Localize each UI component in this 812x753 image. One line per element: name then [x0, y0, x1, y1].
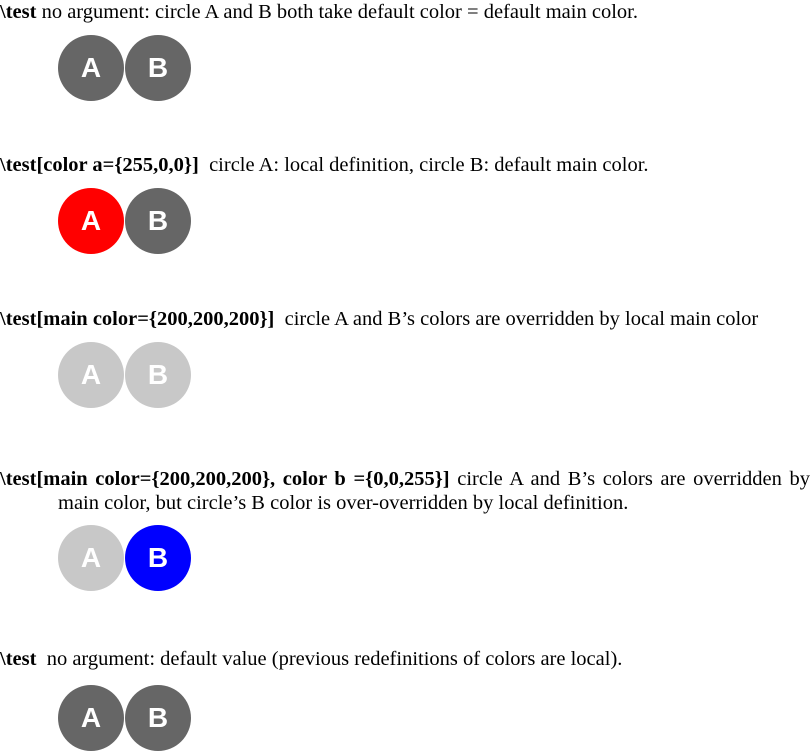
circle-b: B [125, 342, 191, 408]
example-5: \test no argument: default value (previo… [0, 647, 810, 751]
description: circle A and B’s colors are overridden b… [284, 308, 759, 330]
example-1: \test no argument: circle A and B both t… [0, 0, 810, 101]
circle-a: A [58, 188, 124, 254]
argument: [main color={200,200,200}, color b ={0,0… [36, 468, 450, 490]
command: \test [0, 648, 37, 670]
description: circle A and B’s colors are overridden b… [58, 468, 810, 514]
description: circle A: local definition, circle B: de… [209, 154, 649, 176]
circle-a: A [58, 685, 124, 751]
command: \test [0, 308, 37, 330]
circle-b: B [125, 525, 191, 591]
example-4: \test[main color={200,200,200}, color b … [0, 467, 810, 591]
example-2: \test[color a={255,0,0}] circle A: local… [0, 153, 810, 254]
circle-b: B [125, 188, 191, 254]
command: \test [0, 1, 37, 23]
circle-b: B [125, 35, 191, 101]
circle-b: B [125, 685, 191, 751]
circle-a: A [58, 525, 124, 591]
example-3: \test[main color={200,200,200}] circle A… [0, 307, 810, 408]
command: \test [0, 154, 37, 176]
circle-a: A [58, 35, 124, 101]
description: no argument: default value (previous red… [46, 648, 623, 670]
argument: [color a={255,0,0}] [36, 154, 199, 176]
argument: [main color={200,200,200}] [36, 308, 275, 330]
command: \test [0, 468, 37, 490]
circle-a: A [58, 342, 124, 408]
description: no argument: circle A and B both take de… [41, 1, 638, 23]
